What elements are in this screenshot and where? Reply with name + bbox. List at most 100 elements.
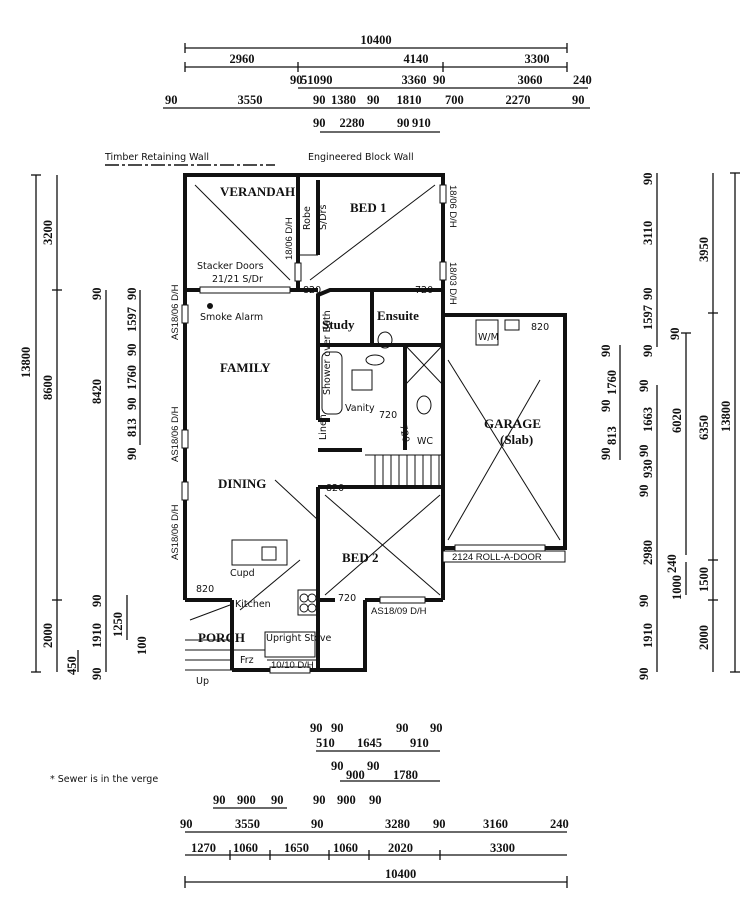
up-label: Up — [196, 676, 209, 687]
dim-label: 13800 — [19, 347, 33, 378]
dim-label: 90 — [599, 400, 613, 413]
dim-label: 1000 — [670, 575, 684, 600]
bath-icon — [321, 351, 343, 415]
dim-label: 90 — [313, 93, 326, 107]
smoke-alarm-label: Smoke Alarm — [200, 312, 263, 323]
stairs — [185, 454, 443, 671]
dim-label: 90 — [641, 288, 655, 301]
dim-label: 90 — [637, 595, 651, 608]
washing-machine-icon — [475, 319, 499, 346]
dim-label: 90 — [320, 73, 333, 87]
dim-label: 1597 — [125, 307, 139, 332]
room-dining: DINING — [218, 476, 266, 491]
window-label: AS18/06 D/H — [170, 504, 181, 560]
dim-label: 90 — [396, 721, 409, 735]
dim-label: 2020 — [388, 841, 413, 855]
window-label: 18/06 D/H — [447, 185, 458, 228]
dim-label: 3300 — [490, 841, 515, 855]
shower-icon — [351, 369, 373, 391]
dim-label: 90 — [369, 793, 382, 807]
dim-label: 90 — [271, 793, 284, 807]
dim-label: 1650 — [284, 841, 309, 855]
pantry-label: Cupd — [230, 568, 255, 579]
robe-label: Robe — [302, 206, 313, 230]
room-ensuite: Ensuite — [377, 308, 419, 323]
door-size: 720 — [397, 424, 411, 444]
smoke-alarm-icon — [207, 303, 213, 309]
room-garage-sub: (Slab) — [500, 432, 533, 447]
dim-label: 90 — [213, 793, 226, 807]
dim-label: 90 — [668, 328, 682, 341]
bottom-dimensions: 90 90 90 90 510 1645 910 90 90 900 1780 … — [50, 721, 569, 888]
dim-label: 3160 — [483, 817, 508, 831]
door-size: 720 — [415, 285, 433, 296]
dim-label: 910 — [412, 116, 431, 130]
dim-label: 3280 — [385, 817, 410, 831]
right-dimensions: 90 3110 90 1597 90 90 1663 90 930 90 298… — [599, 172, 740, 680]
top-dimensions: 10400 2960 4140 3300 90 510 90 3360 90 3… — [163, 33, 592, 133]
dim-label: 90 — [572, 93, 585, 107]
dim-label: 240 — [550, 817, 569, 831]
dim-label: 90 — [599, 345, 613, 358]
window-label: 10/10 D/H — [271, 660, 314, 671]
dim-label: 240 — [573, 73, 592, 87]
dim-label: 90 — [90, 595, 104, 608]
dim-label: 90 — [125, 398, 139, 411]
window-label: AS18/06 D/H — [170, 406, 181, 462]
garage-door-label: 2124 ROLL-A-DOOR — [452, 552, 542, 563]
room-porch: PORCH — [198, 630, 245, 645]
dim-label: 1270 — [191, 841, 216, 855]
window-label: AS18/09 D/H — [371, 606, 427, 617]
stacker-size-label: 21/21 S/Dr — [212, 274, 263, 285]
room-linen: Linen — [318, 414, 329, 440]
dim-label: 1250 — [111, 612, 125, 637]
dim-label: 3550 — [235, 817, 260, 831]
toilet-icon — [416, 395, 432, 415]
retaining-wall-note: Timber Retaining Wall — [104, 152, 209, 163]
dim-label: 90 — [641, 345, 655, 358]
dim-label: 3110 — [641, 221, 655, 245]
room-bed1: BED 1 — [350, 200, 386, 215]
dim-label: 90 — [290, 73, 303, 87]
dim-label: 3550 — [238, 93, 263, 107]
room-verandah: VERANDAH — [220, 184, 295, 199]
door-size: 820 — [303, 285, 321, 296]
door-size: 720 — [338, 593, 356, 604]
dim-label: 1597 — [641, 305, 655, 330]
dim-label: 90 — [90, 288, 104, 301]
dim-label: 90 — [397, 116, 410, 130]
dim-label: 90 — [313, 793, 326, 807]
vanity-label: Vanity — [345, 403, 375, 414]
dim-label: 2280 — [340, 116, 365, 130]
dim-label: 1380 — [331, 93, 356, 107]
dim-label: 90 — [125, 344, 139, 357]
dim-top-overall: 10400 — [360, 33, 391, 47]
dim-label: 510 — [301, 73, 320, 87]
dim-label: 1760 — [125, 365, 139, 390]
dim-label: 90 — [641, 173, 655, 186]
room-study: Study — [322, 317, 355, 332]
window-label: 18/03 D/H — [447, 262, 458, 305]
dim-label: 1780 — [393, 768, 418, 782]
dim-label: 813 — [125, 418, 139, 437]
door-size: 820 — [531, 322, 549, 333]
basin-icon — [365, 354, 385, 366]
dim-label: 6020 — [670, 408, 684, 433]
dim-label: 3200 — [41, 220, 55, 245]
dim-label: 90 — [367, 93, 380, 107]
dim-label: 930 — [641, 459, 655, 478]
dim-label: 100 — [135, 636, 149, 655]
dim-label: 3950 — [697, 237, 711, 262]
dim-label: 90 — [331, 721, 344, 735]
dim-label: 90 — [311, 817, 324, 831]
dim-label: 13800 — [719, 401, 733, 432]
dim-label: 10400 — [385, 867, 416, 881]
stacker-doors-label: Stacker Doors — [197, 261, 264, 272]
dim-label: 90 — [90, 668, 104, 681]
stove-label: Upright Stove — [266, 633, 332, 644]
dim-label: 900 — [237, 793, 256, 807]
dim-label: 1060 — [233, 841, 258, 855]
dim-label: 90 — [367, 759, 380, 773]
dim-label: 2000 — [41, 623, 55, 648]
